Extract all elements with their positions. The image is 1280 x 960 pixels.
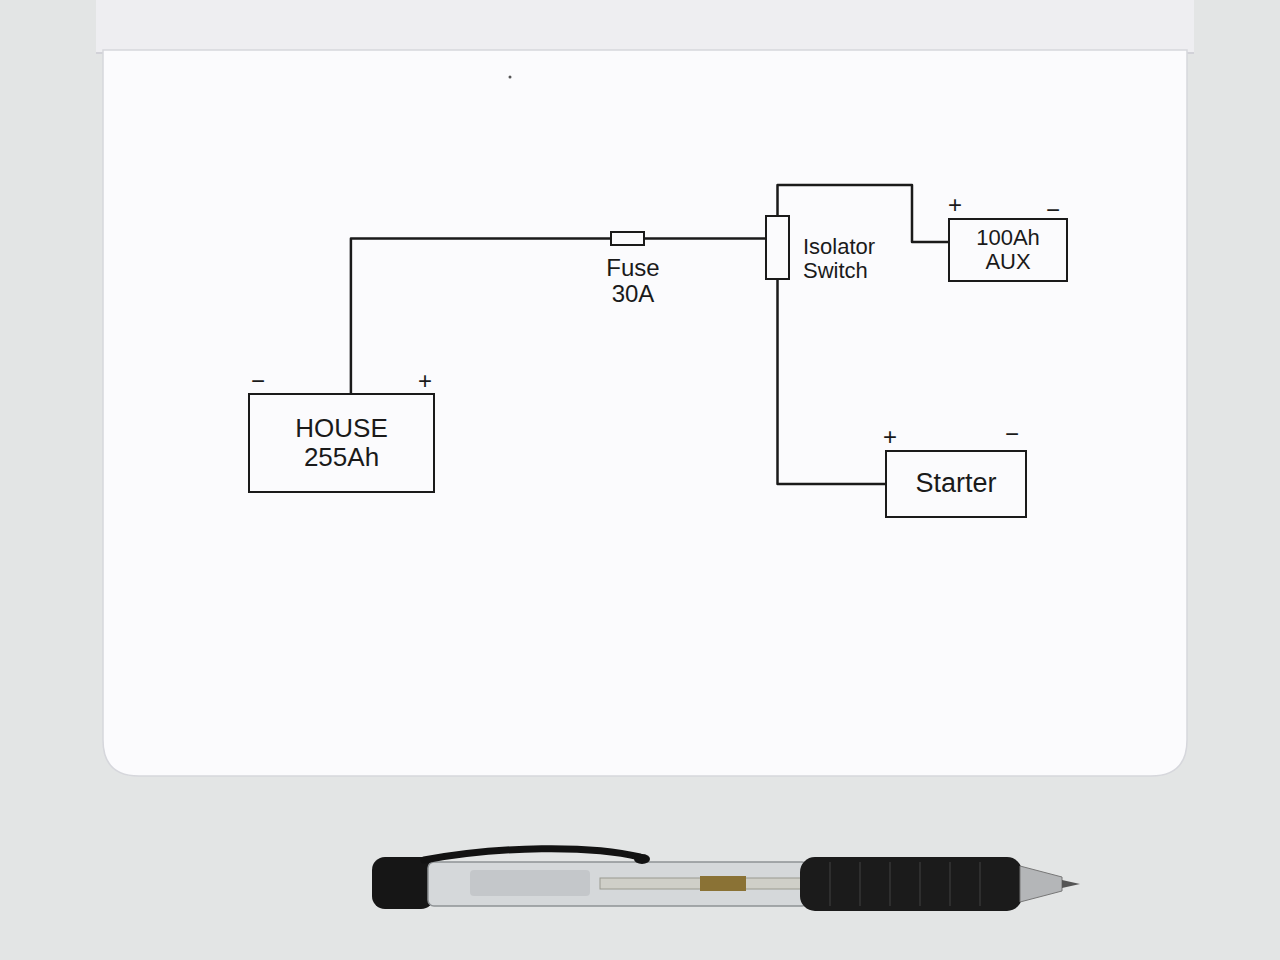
upper-page xyxy=(96,0,1194,54)
terminal-sign: − xyxy=(251,368,265,394)
terminal-sign: + xyxy=(883,424,897,450)
pen-mechanism xyxy=(470,870,590,896)
pen-cap xyxy=(372,857,434,909)
battery-box: HOUSE 255Ah xyxy=(248,393,435,493)
terminal-sign: + xyxy=(418,368,432,394)
pen-point xyxy=(1062,880,1080,888)
ink-dot xyxy=(509,76,512,79)
component-label: Fuse 30A xyxy=(600,255,666,308)
terminal-sign: − xyxy=(1005,421,1019,447)
clip-end xyxy=(634,854,650,864)
wire xyxy=(778,185,949,242)
ink-fill xyxy=(700,876,746,891)
wire xyxy=(778,280,886,484)
battery-box: 100Ah AUX xyxy=(948,218,1068,282)
battery-label: HOUSE 255Ah xyxy=(282,414,402,471)
grip-ridges xyxy=(830,862,980,906)
fuse-box: Fuse 30A xyxy=(610,231,645,246)
terminal-sign: − xyxy=(1046,197,1060,223)
battery-box: Starter xyxy=(885,450,1027,518)
terminal-sign: + xyxy=(948,192,962,218)
notebook-page xyxy=(103,50,1187,776)
pen-tip-cone xyxy=(1020,866,1062,902)
wire xyxy=(351,239,610,394)
component-label: Isolator Switch xyxy=(803,235,899,283)
pen-grip xyxy=(800,857,1022,911)
battery-label: Starter xyxy=(896,469,1016,499)
wire xyxy=(645,237,765,240)
battery-label: 100Ah AUX xyxy=(964,226,1052,274)
isolator-switch: Isolator Switch xyxy=(765,215,790,280)
pen-illustration xyxy=(372,849,1080,911)
pen-clip xyxy=(424,849,640,860)
